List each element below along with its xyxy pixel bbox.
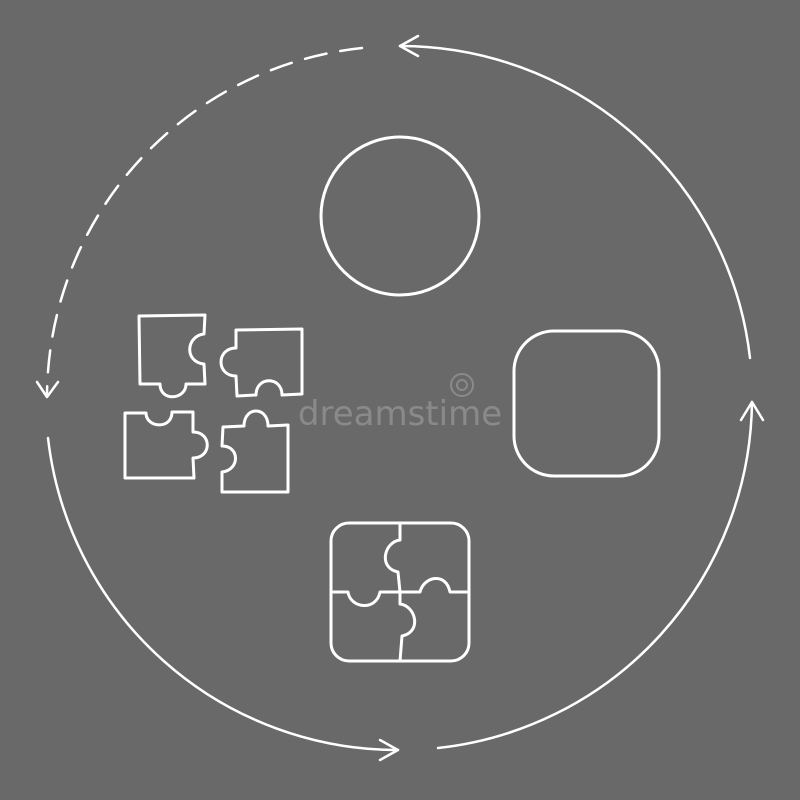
watermark-logo-inner-icon — [456, 379, 468, 391]
solid-arc-bottom-left — [46, 436, 400, 752]
arrow-head-right-up-icon — [739, 400, 765, 422]
assembled-puzzle — [329, 521, 471, 663]
puzzle-horizontal-seam — [329, 577, 471, 607]
arrow-head-left-down-icon — [35, 380, 60, 399]
puzzle-piece-bottom-left — [123, 410, 209, 480]
scattered-puzzle-pieces — [123, 313, 304, 494]
watermark-text: dreamstime — [298, 394, 502, 434]
watermark-logo-icon — [450, 373, 474, 397]
dashed-arc-top-left — [45, 46, 364, 397]
puzzle-piece-top-left — [137, 313, 207, 399]
solid-arc-top-right — [398, 44, 752, 360]
puzzle-piece-bottom-right — [220, 409, 290, 494]
rounded-square-shape — [512, 329, 661, 478]
arrow-head-bottom-right-icon — [378, 738, 400, 762]
arrow-head-top-left-icon — [398, 34, 420, 58]
solid-arc-bottom-right — [436, 400, 754, 750]
puzzle-piece-top-right — [219, 327, 304, 398]
circle-shape — [319, 135, 481, 297]
watermark: dreamstime — [298, 373, 502, 434]
